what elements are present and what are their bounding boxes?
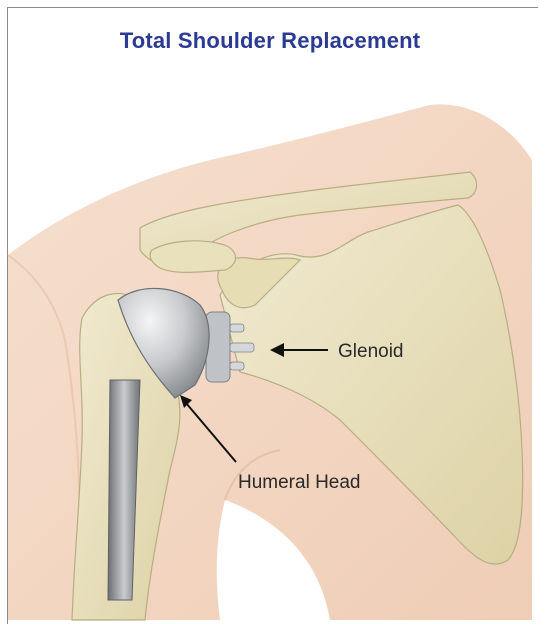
glenoid-peg-top <box>230 324 244 332</box>
acromion <box>150 241 235 273</box>
glenoid-peg-bottom <box>230 362 244 370</box>
glenoid-peg-middle <box>230 343 254 352</box>
glenoid-component <box>206 312 230 382</box>
label-humeral-head: Humeral Head <box>238 472 361 493</box>
label-glenoid: Glenoid <box>338 341 404 362</box>
